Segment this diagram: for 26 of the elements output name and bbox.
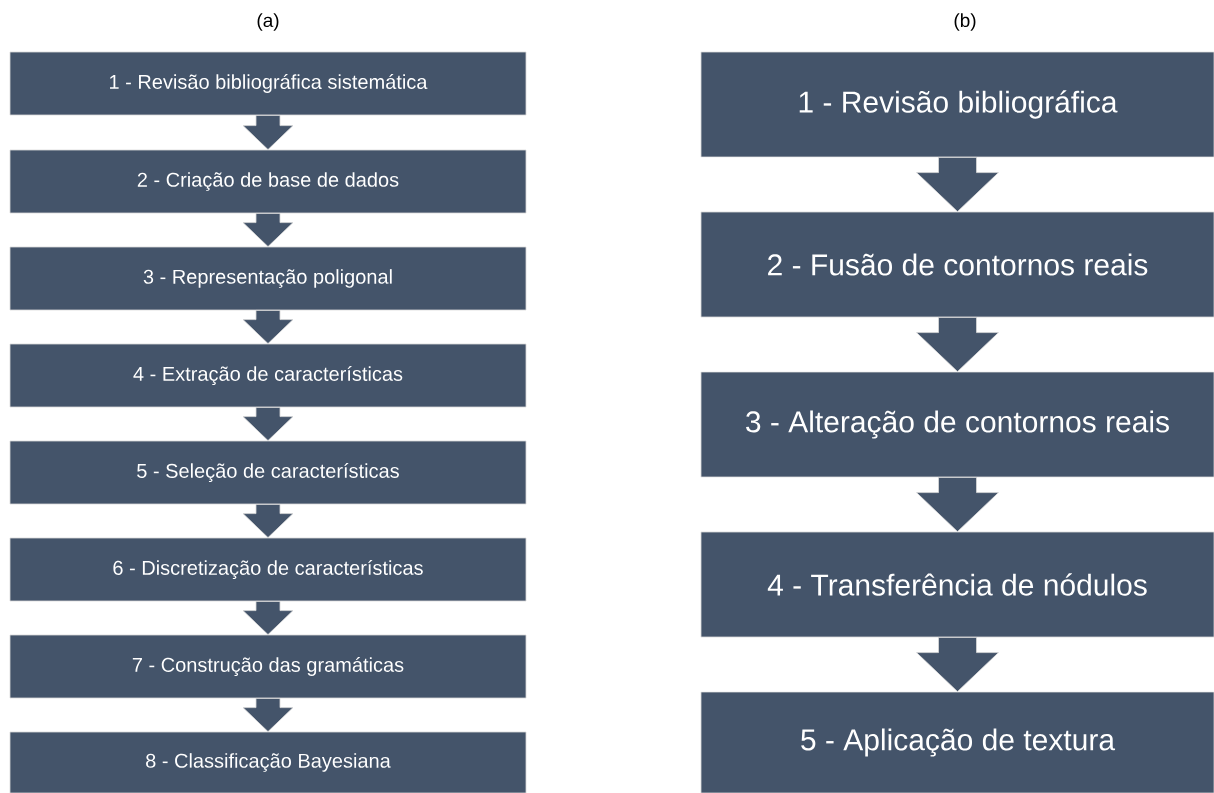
- process-box: 3 - Representação poligonal: [9, 246, 527, 311]
- block-arrow: [242, 115, 294, 150]
- panel-label: (b): [954, 13, 976, 31]
- block-arrow: [242, 698, 294, 732]
- block-arrow: [916, 317, 999, 372]
- block-arrow: [916, 477, 999, 532]
- process-box: 4 - Transferência de nódulos: [700, 531, 1214, 638]
- process-box: 8 - Classificação Bayesiana: [9, 731, 527, 793]
- block-arrow: [242, 407, 294, 441]
- block-arrow: [242, 601, 294, 635]
- process-box: 1 - Revisão bibliográfica sistemática: [9, 51, 527, 116]
- process-box: 6 - Discretização de características: [9, 537, 527, 602]
- process-box: 7 - Construção das gramáticas: [9, 634, 527, 699]
- process-box: 5 - Seleção de características: [9, 440, 527, 505]
- block-arrow: [242, 504, 294, 538]
- block-arrow: [916, 637, 999, 692]
- process-box: 2 - Criação de base de dados: [9, 149, 527, 214]
- panel-label: (a): [257, 13, 279, 31]
- block-arrow: [242, 310, 294, 344]
- process-box: 1 - Revisão bibliográfica: [700, 51, 1214, 158]
- block-arrow: [242, 213, 294, 247]
- block-arrow: [916, 157, 999, 212]
- process-box: 5 - Aplicação de textura: [700, 691, 1214, 793]
- process-box: 2 - Fusão de contornos reais: [700, 211, 1214, 318]
- process-box: 4 - Extração de características: [9, 343, 527, 408]
- process-box: 3 - Alteração de contornos reais: [700, 371, 1214, 478]
